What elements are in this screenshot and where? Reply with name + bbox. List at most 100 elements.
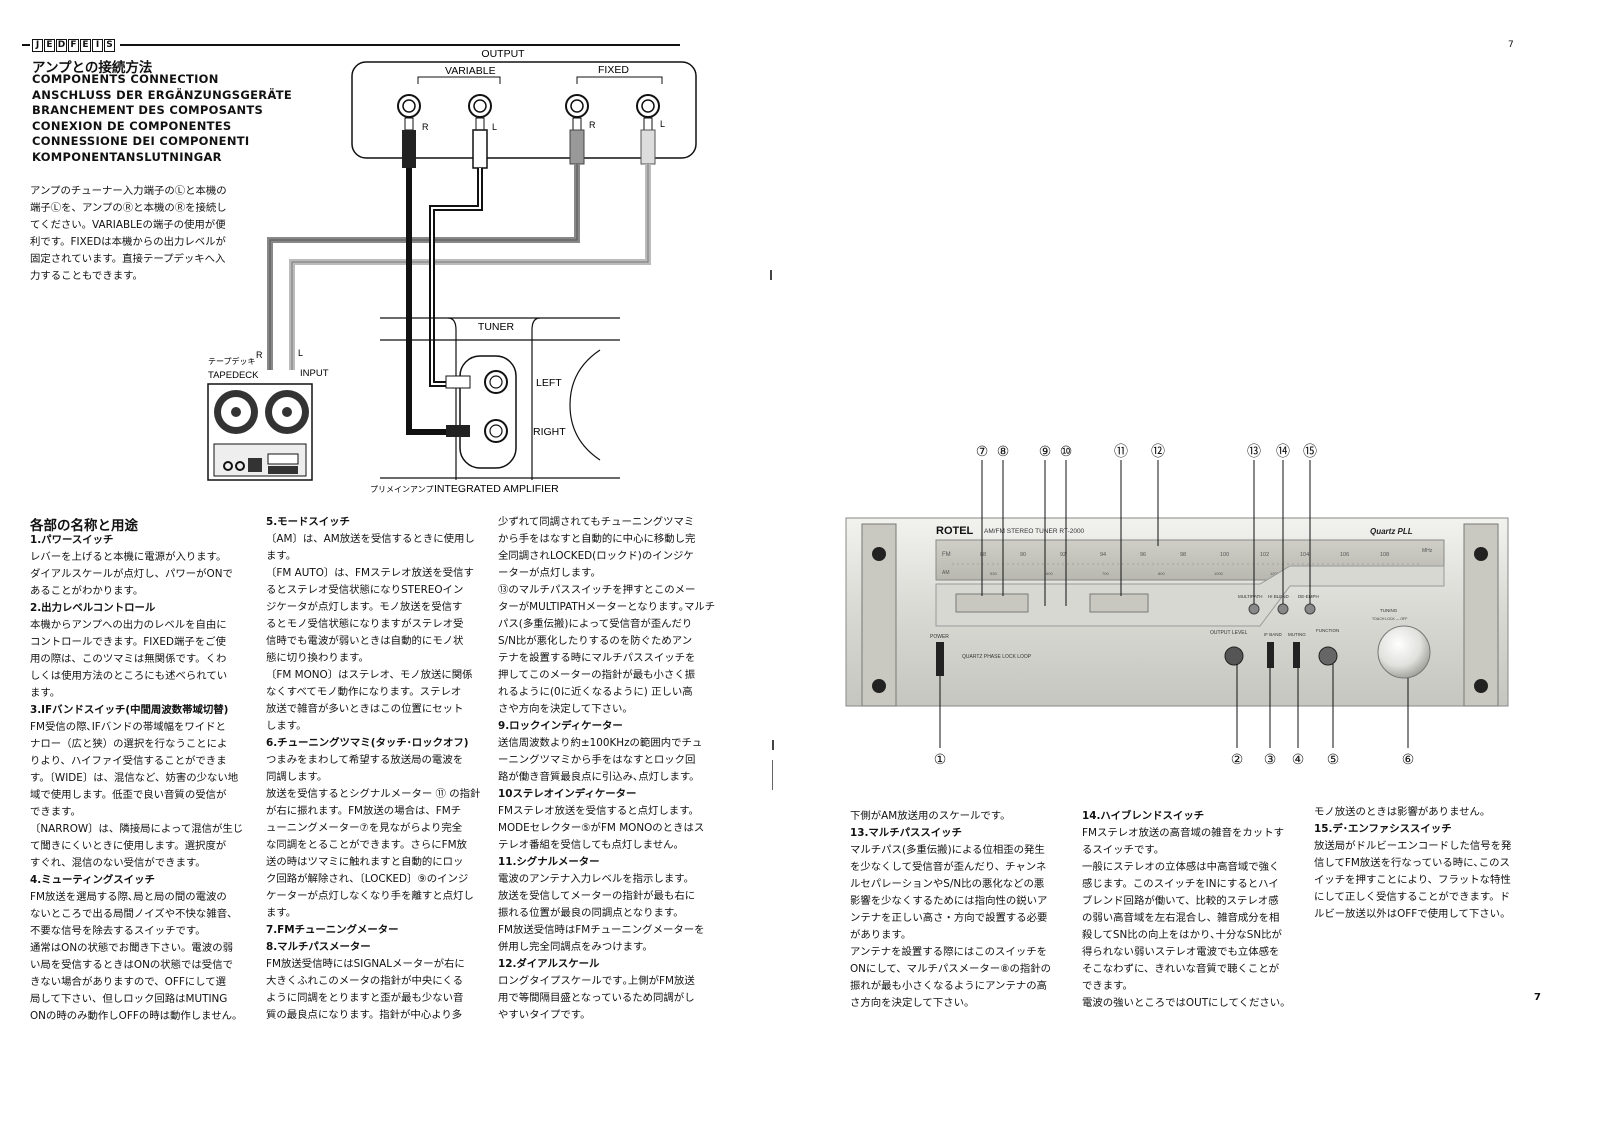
- jack-fixed-r: [565, 94, 589, 118]
- binding-mark: [770, 270, 772, 280]
- section-heading: 7.FMチューニングメーター: [266, 924, 399, 936]
- text-line: 一般にステレオの立体感は中高音域で強く: [1082, 861, 1280, 873]
- text-line: 下側がAM放送用のスケールです。: [850, 810, 1011, 822]
- lang-code: F: [68, 38, 79, 52]
- power-switch: [936, 642, 944, 676]
- text-line: ⑬のマルチパススイッチを押すとこのメー: [498, 584, 696, 596]
- text-line: します。: [266, 720, 307, 732]
- text-line: 感じます。このスイッチをINにするとハイ: [1082, 878, 1279, 890]
- callout-number: ⑤: [1327, 751, 1340, 767]
- title-de: ANSCHLUSS DER ERGÄNZUNGSGERÄTE: [32, 87, 292, 102]
- am-scale-label: 1000: [1214, 571, 1224, 576]
- text-line: 放送で雑音が多いときはこの位置にセット: [266, 703, 464, 715]
- plug-fixed-l: [640, 117, 656, 165]
- fm-scale-label: 100: [1220, 552, 1229, 558]
- output-panel: [351, 61, 697, 159]
- text-line: あることがわかります。: [30, 585, 144, 597]
- text-line: FMステレオ放送の高音域の雑音をカットす: [1082, 827, 1284, 839]
- lang-code: I: [92, 38, 103, 52]
- text-line: きない場合がありますので、OFFにして選: [30, 976, 227, 988]
- svg-text:IF BAND: IF BAND: [1264, 632, 1283, 637]
- text-line: 信時でも電波が弱いときは自動的にモノ状: [266, 635, 464, 647]
- function-knob: [1318, 646, 1338, 666]
- text-line: から手をはなすと自動的に中心に移動し完: [498, 533, 696, 545]
- text-line: 〔FM MONO〕はステレオ、モノ放送に関係: [266, 669, 473, 681]
- text-line: 大きくふれこのメータの指針が中央にくる: [266, 975, 464, 987]
- text-line: 質の最良点になります。指針が中心より多: [266, 1009, 463, 1021]
- jack-variable-r: [397, 94, 421, 118]
- fm-scale-label: 108: [1380, 552, 1389, 558]
- section-heading: 4.ミューティングスイッチ: [30, 874, 155, 886]
- text-line: FM放送を選局する際､局と局の間の電波の: [30, 891, 227, 903]
- text-line: さや方向を決定して下さい。: [498, 703, 633, 715]
- text-line: 不要な信号を除去するスイッチです。: [30, 925, 206, 937]
- fm-tuning-meter: [955, 593, 1029, 613]
- binding-mark: [772, 760, 773, 790]
- text-line: ONにして、マルチパスメーター⑧の指針の: [850, 963, 1052, 975]
- text-line: ンテナを正しい高さ・方向で設置する必要: [850, 912, 1048, 924]
- text-line: ます。: [266, 907, 297, 919]
- text-line: 態に切り換わります。: [266, 652, 369, 664]
- binding-mark: [772, 740, 774, 750]
- text-line: い局を受信するときはONの状態では受信で: [30, 959, 233, 971]
- svg-text:TUNING: TUNING: [1380, 608, 1398, 613]
- section-heading: 1.パワースイッチ: [30, 534, 114, 546]
- svg-text:INPUT: INPUT: [300, 368, 329, 379]
- text-line: 影響を少なくするためには指向性の鋭いア: [850, 895, 1048, 907]
- fixed-label: FIXED: [598, 64, 629, 76]
- svg-text:DE-EMPH: DE-EMPH: [1298, 594, 1319, 599]
- text-line: 〔NARROW〕は、隣接局によって混信が生じ: [30, 823, 244, 835]
- text-line: ク回路が解除され、〔LOCKED〕⑨のインジ: [266, 873, 469, 885]
- text-line: ーニングツマミから手をはなすとロック回: [498, 754, 696, 766]
- plug-fixed-r: [569, 117, 585, 165]
- callout-number: ⑩: [1060, 443, 1073, 459]
- text-line: るとモノ受信状態になりますがステレオ受: [266, 618, 464, 630]
- variable-label: VARIABLE: [445, 65, 496, 77]
- text-line: MODEセレクター⑤がFM MONOのときはス: [498, 822, 705, 834]
- hi-blend-button: [1277, 603, 1289, 615]
- lang-code: S: [104, 38, 115, 52]
- callout-number: ⑦: [976, 443, 989, 459]
- fm-scale-label: 96: [1140, 552, 1146, 558]
- model-label: AM/FM STEREO TUNER RT-2000: [984, 528, 1085, 535]
- desc-line: アンプのチューナー入力端子のⓁと本機の: [30, 185, 227, 197]
- desc-line: 固定されています。直接テープデッキへ入: [30, 253, 226, 265]
- multipath-button: [1248, 603, 1260, 615]
- section-heading: 15.デ･エンファシススイッチ: [1314, 823, 1452, 835]
- text-line: の弱い高音域を左右混合し、雑音成分を相: [1082, 912, 1280, 924]
- text-line: にして正しく受信することができます。ド: [1314, 891, 1511, 903]
- svg-text:MUTING: MUTING: [1288, 632, 1306, 637]
- svg-text:FUNCTION: FUNCTION: [1316, 628, 1339, 633]
- text-line: 併用し完全同調点をみつけます。: [498, 941, 653, 953]
- text-line: 局して下さい、但しロック回路はMUTING: [30, 993, 228, 1005]
- connection-description: アンプのチューナー入力端子のⓁと本機の 端子Ⓛを、アンプのⓇと本機のⓇを接続し …: [30, 183, 227, 285]
- page-number: 7: [1534, 992, 1541, 1003]
- callout-number: ②: [1231, 751, 1244, 767]
- text-line: るスイッチです。: [1082, 844, 1165, 856]
- if-band-switch: [1267, 642, 1274, 668]
- text-line: 放送を受信するとシグナルメーター ⑪ の指針: [266, 788, 481, 800]
- text-line: ように同調をとりますと歪が最も少ない音: [266, 992, 464, 1004]
- jack-variable-l: [468, 94, 492, 118]
- text-line: 信してFM放送を行なっている時に､このス: [1314, 857, 1510, 869]
- fm-scale-label: 94: [1100, 552, 1106, 558]
- text-line: 少ずれて同調されてもチューニングツマミ: [498, 516, 695, 528]
- de-emph-button: [1304, 603, 1316, 615]
- text-line: 同調します。: [266, 771, 328, 783]
- text-line: S/N比が悪化したりするのを防ぐためアン: [498, 635, 693, 647]
- text-line: 〔FM AUTO〕は、FMステレオ放送を受信す: [266, 567, 474, 579]
- callout-number: ⑨: [1039, 443, 1052, 459]
- text-line: FM放送受信時はFMチューニングメーターを: [498, 924, 705, 936]
- svg-text:R: R: [422, 122, 429, 132]
- fm-scale-label: 88: [980, 552, 986, 558]
- text-line: つまみをまわして希望する放送局の電波を: [266, 754, 464, 766]
- text-line: パス(多重伝搬)によって受信音が歪んだり: [498, 618, 693, 630]
- text-line: 域で使用します。低歪で良い音質の受信が: [30, 789, 227, 801]
- text-line: ダイアルスケールが点灯し、パワーがONで: [30, 568, 233, 580]
- section-heading: 10ステレオインディケーター: [498, 788, 637, 800]
- am-scale-label: 800: [1158, 571, 1165, 576]
- svg-text:MULTIPATH: MULTIPATH: [1238, 594, 1263, 599]
- text-line: しくは使用方法のところにも述べられてい: [30, 670, 228, 682]
